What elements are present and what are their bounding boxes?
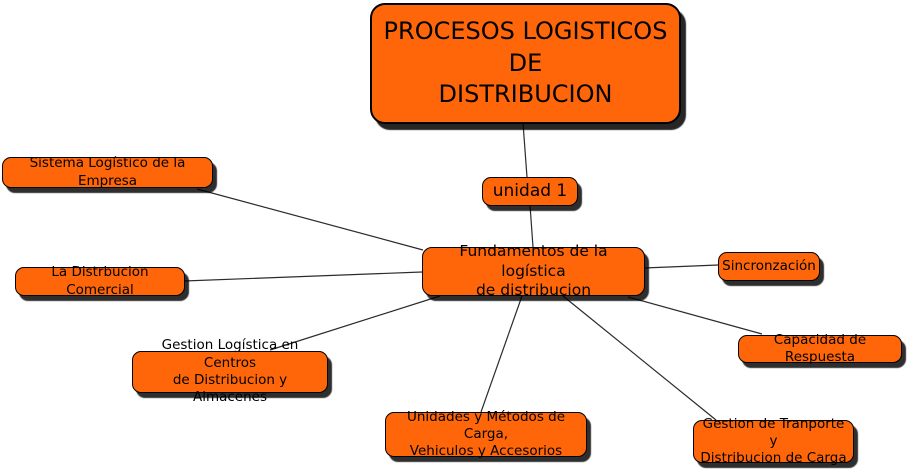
concept-node-unidad-1[interactable]: unidad 1	[482, 177, 578, 206]
concept-node-sincronizacion[interactable]: Sincronzación	[718, 252, 820, 281]
concept-node-capacidad-respuesta[interactable]: Capacidad de Respuesta	[738, 332, 902, 365]
connector-root-unidad	[522, 122, 528, 178]
connector-center-transporte	[562, 295, 717, 421]
concept-node-gestion-centros-almacenes[interactable]: Gestion Logística en Centros de Distribu…	[132, 337, 328, 405]
concept-node-gestion-transporte[interactable]: Gestion de Tranporte y Distribucion de C…	[693, 416, 854, 466]
concept-node-unidades-metodos-carga[interactable]: Unidades y Métodos de Carga, Vehiculos y…	[385, 409, 587, 459]
connector-center-unidades	[480, 295, 523, 413]
connector-comercial-center	[183, 271, 423, 282]
concept-node-fundamentos-logistica[interactable]: Fundamentos de la logística de distribuc…	[422, 242, 645, 299]
connector-center-capacidad	[627, 296, 763, 335]
concept-node-procesos-logisticos[interactable]: PROCESOS LOGISTICOS DE DISTRIBUCION	[370, 3, 681, 124]
concept-node-distribucion-comercial[interactable]: La Distrbucion Comercial	[15, 264, 185, 298]
connector-centros-center	[269, 295, 441, 351]
connector-unidad-center	[529, 204, 534, 248]
concept-node-sistema-logistico[interactable]: Sistema Logístico de la Empresa	[2, 155, 213, 189]
connector-center-sincronizacion	[643, 264, 719, 269]
connector-sistema-center	[196, 188, 424, 251]
